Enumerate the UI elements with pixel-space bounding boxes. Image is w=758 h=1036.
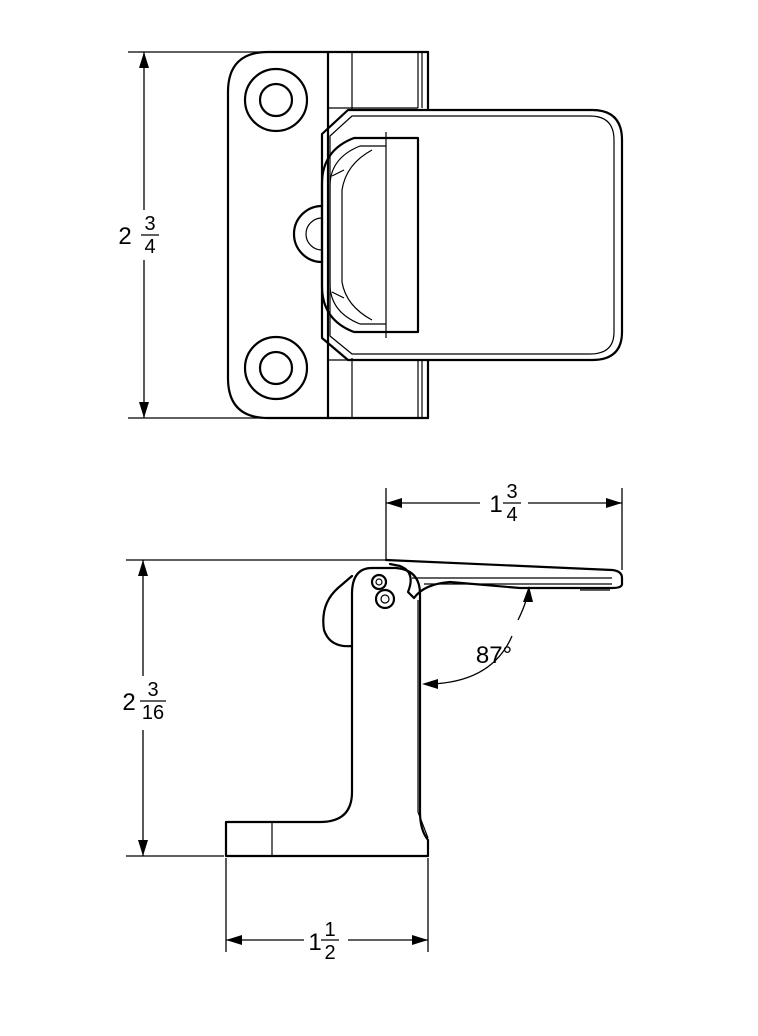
mounting-hole-bottom [243,335,309,401]
side-height-dimension: 2 3 16 [122,559,386,857]
mounting-plate-outline [226,50,330,420]
hinge-barrel [326,50,430,420]
lever-length-whole: 1 [489,491,502,518]
mounting-hole-top [243,67,309,133]
pivot-pins [370,573,396,610]
lever-length-denominator: 4 [506,504,517,526]
lever-length-numerator: 3 [506,481,517,503]
foot-pad [320,132,420,338]
base-width-numerator: 1 [324,919,335,941]
angle-dimension: 87° [422,586,533,689]
base-width-whole: 1 [308,929,321,956]
side-height-whole: 2 [122,689,135,716]
side-view: 87° 1 3 4 2 3 16 [122,481,624,964]
lever-length-dimension: 1 3 4 [385,481,623,570]
base-width-dimension: 1 1 2 [225,858,429,964]
lever-plate [320,108,624,362]
pivot-boss [292,204,324,264]
top-height-dimension: 2 3 4 [118,51,262,419]
side-height-numerator: 3 [147,679,158,701]
trigger-lobe [322,574,354,648]
top-height-denominator: 4 [144,236,155,258]
base-width-denominator: 2 [324,942,335,964]
top-view: 2 3 4 [118,50,624,420]
base-bracket [224,566,430,858]
lever-arm [384,558,624,600]
angle-label: 87° [476,642,512,669]
top-height-whole: 2 [118,223,131,250]
top-height-numerator: 3 [144,213,155,235]
side-height-denominator: 16 [142,702,164,724]
